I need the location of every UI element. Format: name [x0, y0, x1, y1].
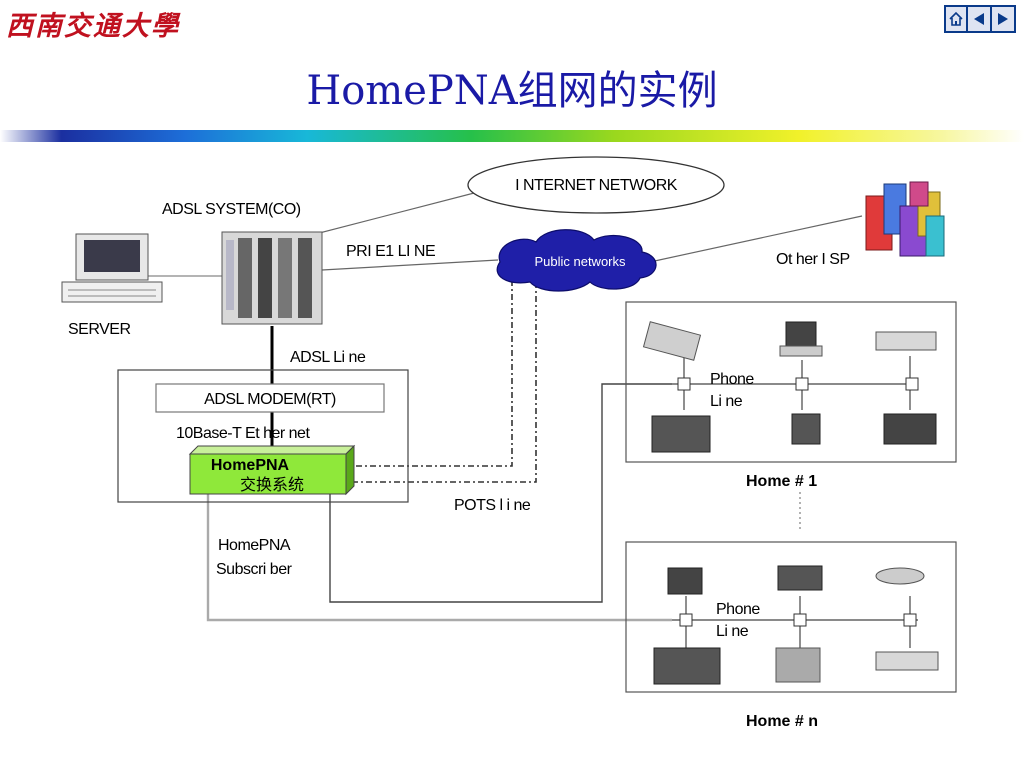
- home-n-label: Home # n: [746, 713, 818, 730]
- server-computer: [61, 233, 163, 303]
- gradient-divider: [0, 130, 1024, 142]
- next-slide-button[interactable]: [992, 5, 1016, 33]
- phone-line-n-label-2: Li ne: [716, 623, 749, 640]
- prev-slide-button[interactable]: [968, 5, 992, 33]
- phone-line-n-label: Phone: [716, 601, 760, 618]
- home-n-devices: [653, 565, 939, 685]
- public-networks-cloud: Public networks: [496, 229, 657, 292]
- home-button[interactable]: [944, 5, 968, 33]
- server-label: SERVER: [68, 321, 131, 338]
- homepna-switch-label-cn: 交换系统: [240, 475, 304, 494]
- home-1-box: [625, 301, 957, 463]
- homepna-subscriber-label: HomePNA: [218, 537, 291, 554]
- slide-title: HomePNA组网的实例: [306, 68, 718, 114]
- connection-lines: [148, 191, 918, 648]
- home-icon: [949, 11, 963, 26]
- adsl-system-label: ADSL SYSTEM(CO): [162, 201, 301, 218]
- next-arrow-icon: [998, 13, 1008, 25]
- homepna-switch-box: [188, 444, 356, 496]
- home-n-junctions: [679, 613, 917, 627]
- prev-arrow-icon: [974, 13, 984, 25]
- adsl-line-label: ADSL Li ne: [290, 349, 366, 366]
- public-networks-label: Public networks: [534, 254, 626, 269]
- adsl-modem-label: ADSL MODEM(RT): [204, 391, 336, 408]
- university-logo: 西南交通大學: [6, 11, 180, 42]
- ethernet-label: 10Base-T Et her net: [176, 425, 310, 442]
- home-n-box: [625, 541, 957, 693]
- phone-line-1-label: Phone: [710, 371, 754, 388]
- pri-e1-line-label: PRI E1 LI NE: [346, 243, 435, 260]
- adsl-modem-box: [155, 383, 385, 413]
- other-isp-buildings: [865, 181, 945, 257]
- home-1-junctions: [677, 377, 919, 391]
- home-1-devices: [642, 321, 937, 453]
- internet-network-label: I NTERNET NETWORK: [515, 177, 678, 194]
- customer-premises-box: [117, 369, 409, 503]
- home-1-label: Home # 1: [746, 473, 817, 490]
- adsl-system-rack: [221, 231, 323, 325]
- phone-line-1-label-2: Li ne: [710, 393, 743, 410]
- slide-navigation: [944, 5, 1016, 33]
- homepna-switch-label: HomePNA: [211, 457, 290, 474]
- other-isp-label: Ot her I SP: [776, 251, 850, 268]
- internet-network-ellipse: [467, 156, 725, 214]
- homepna-subscriber-label-2: Subscri ber: [216, 561, 293, 578]
- pots-line-label: POTS l i ne: [454, 497, 531, 514]
